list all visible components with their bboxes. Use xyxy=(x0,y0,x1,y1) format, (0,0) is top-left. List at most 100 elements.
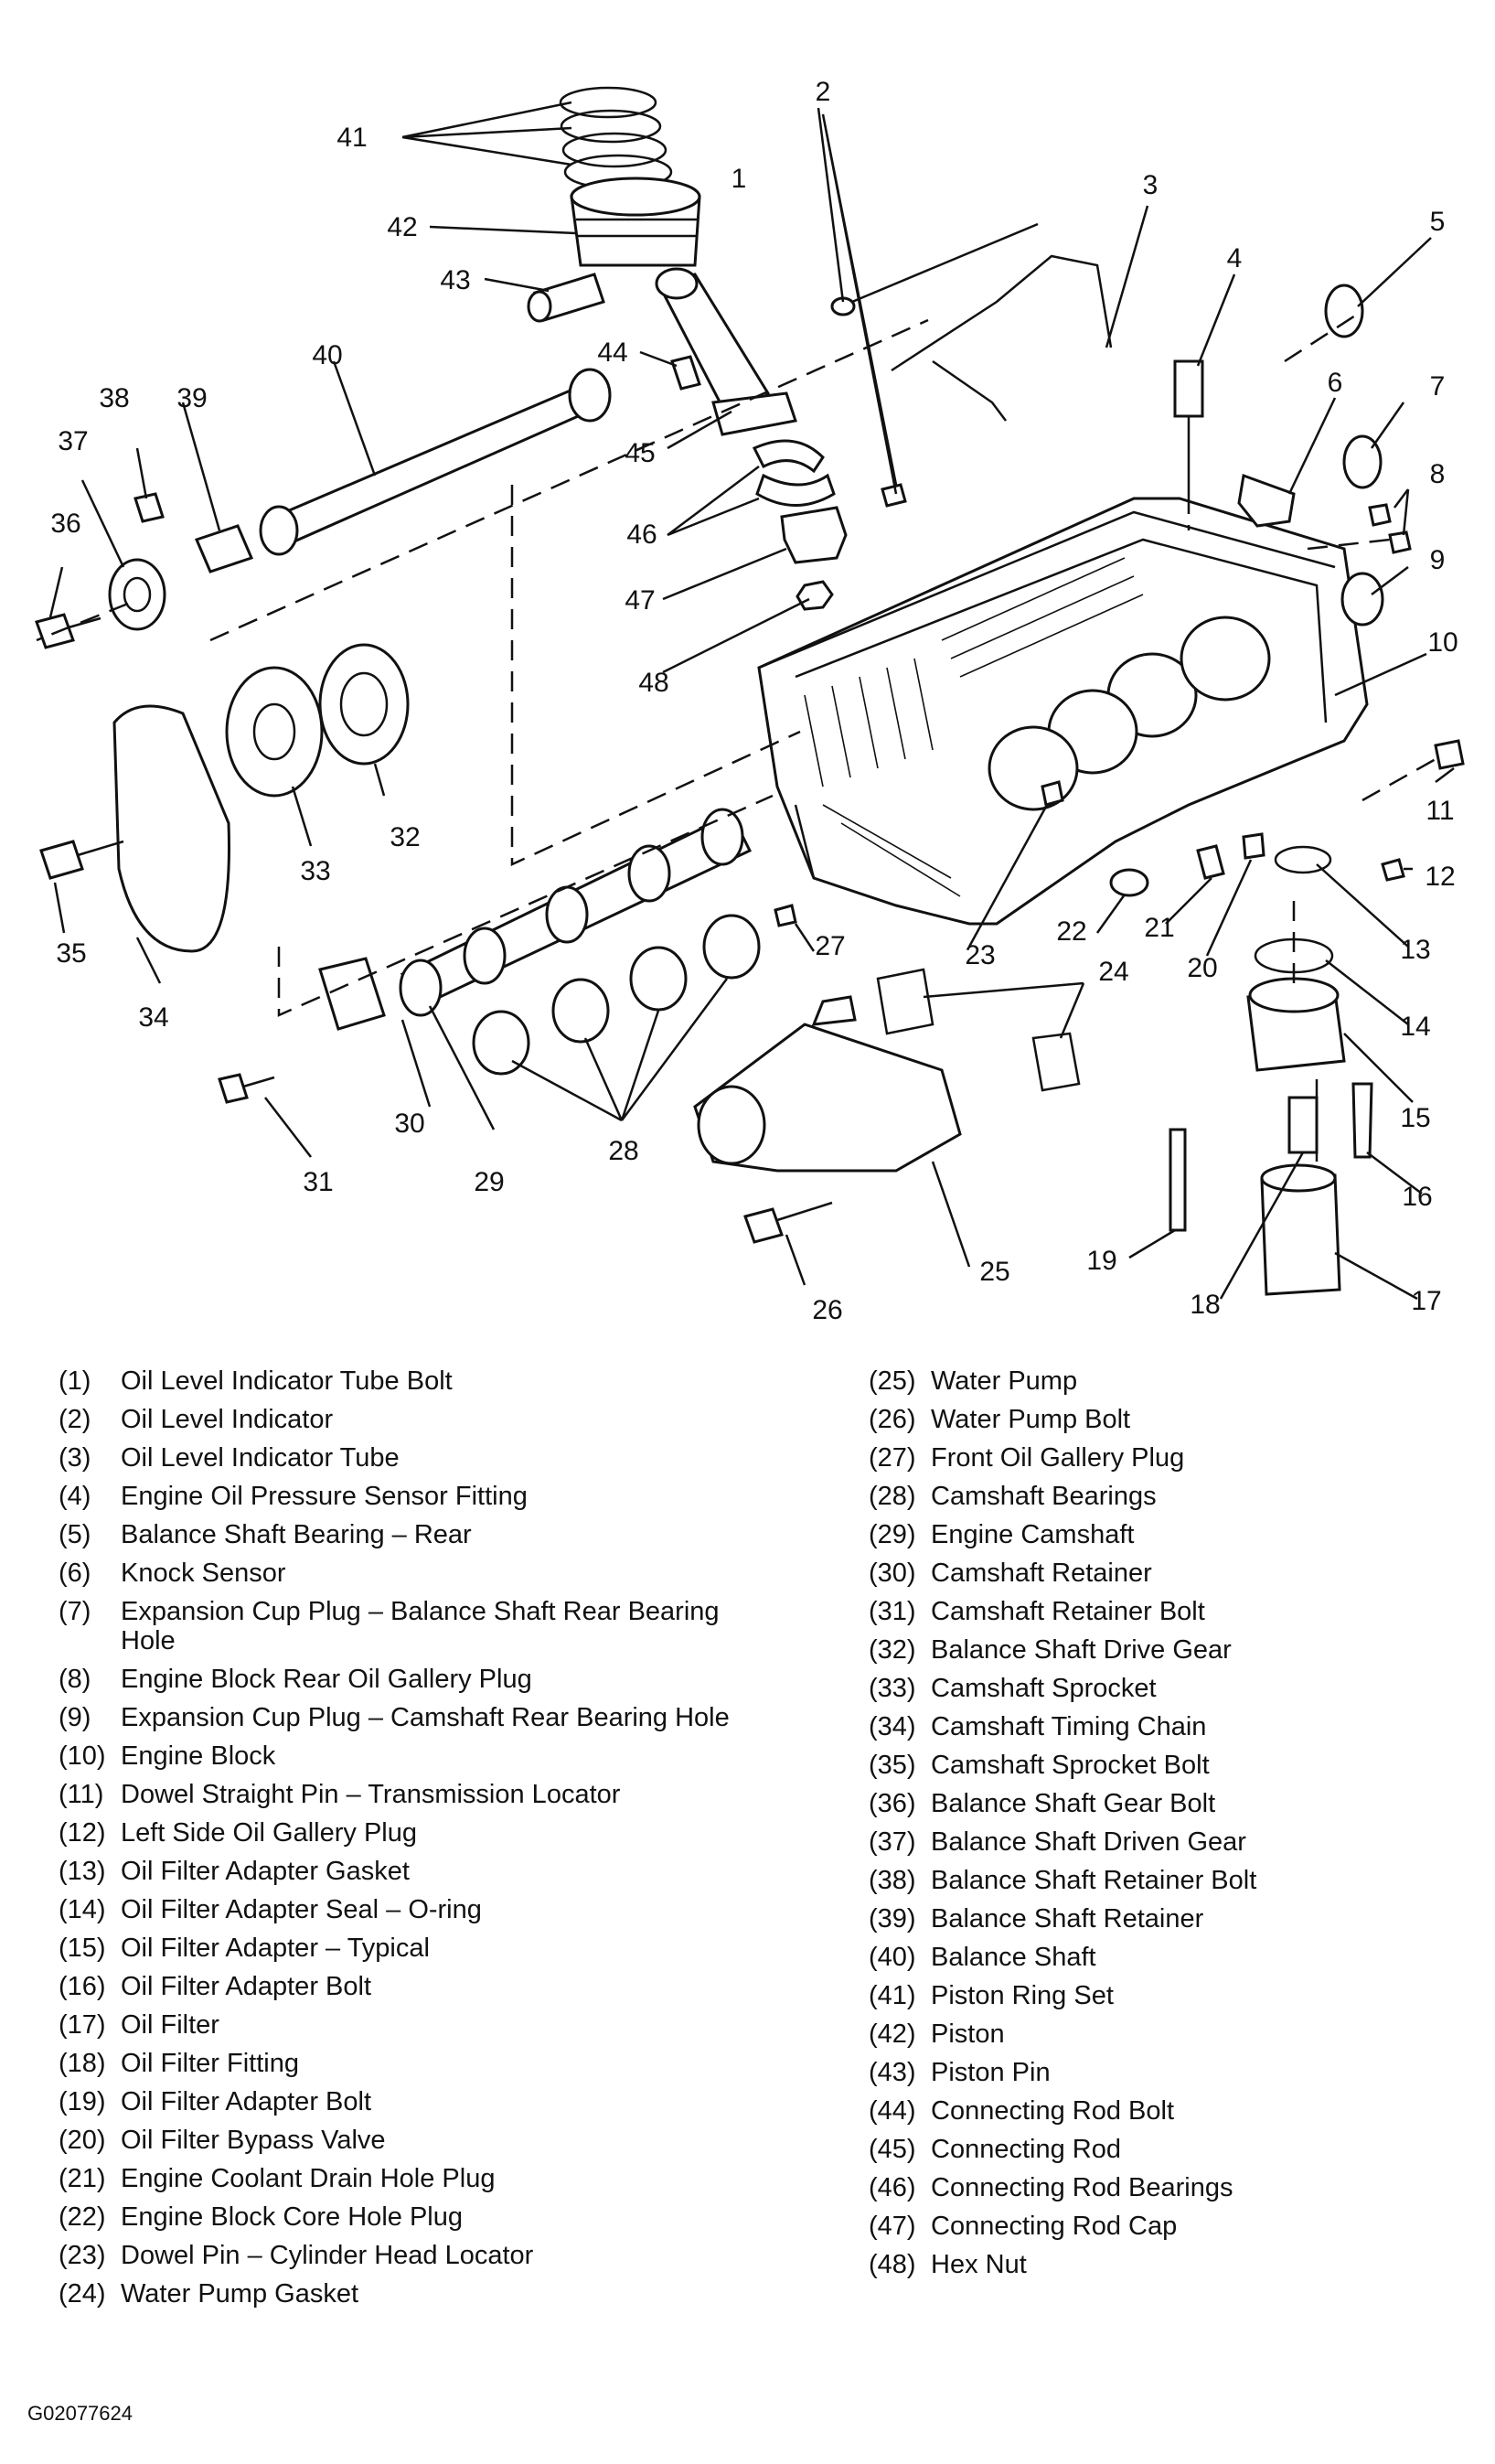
legend-number: (22) xyxy=(59,2202,106,2232)
legend-number: (19) xyxy=(59,2087,106,2116)
legend-part-name: Oil Level Indicator Tube xyxy=(121,1443,400,1473)
callout-12: 12 xyxy=(1425,862,1455,892)
legend-number: (48) xyxy=(869,2250,916,2279)
legend-number: (41) xyxy=(869,1981,916,2010)
balance-shaft-driven-gear xyxy=(108,558,166,631)
legend-part-name: Water Pump Bolt xyxy=(931,1405,1131,1434)
legend-part-name: Piston Ring Set xyxy=(931,1981,1114,2010)
legend-number: (5) xyxy=(59,1520,91,1549)
callout-27: 27 xyxy=(815,931,845,961)
legend-number: (1) xyxy=(59,1366,91,1396)
camshaft-sprocket xyxy=(225,666,324,798)
legend-part-name: Hex Nut xyxy=(931,2250,1027,2279)
legend-number: (20) xyxy=(59,2126,106,2155)
legend-number: (30) xyxy=(869,1559,916,1588)
legend-number: (15) xyxy=(59,1934,106,1963)
legend-item: (19) Oil Filter Adapter Bolt xyxy=(59,2087,753,2116)
legend-item: (17)Oil Filter xyxy=(59,2010,753,2040)
legend-item: (16)Oil Filter Adapter Bolt xyxy=(59,1972,753,2001)
legend-number: (32) xyxy=(869,1635,916,1665)
callout-10: 10 xyxy=(1427,627,1458,658)
callout-45: 45 xyxy=(625,438,655,468)
legend-part-name: Camshaft Retainer xyxy=(931,1559,1152,1588)
legend-item: (40)Balance Shaft xyxy=(869,1943,1472,1972)
engine-coolant-drain-hole-plug xyxy=(1196,844,1225,880)
legend-part-name: Engine Oil Pressure Sensor Fitting xyxy=(121,1482,528,1511)
legend-item: (29)Engine Camshaft xyxy=(869,1520,1472,1549)
balance-shaft-gear-bolt xyxy=(35,613,101,649)
left-side-oil-gallery-plug xyxy=(1381,858,1405,882)
engine-block-rear-oil-gallery-plug xyxy=(1368,503,1412,554)
image-code: G02077624 xyxy=(27,2402,133,2425)
legend-part-name: Balance Shaft Bearing – Rear xyxy=(121,1520,472,1549)
callout-33: 33 xyxy=(300,856,330,886)
legend-item: (25)Water Pump xyxy=(869,1366,1472,1396)
legend-number: (35) xyxy=(869,1751,916,1780)
callout-19: 19 xyxy=(1086,1246,1116,1276)
legend-number: (16) xyxy=(59,1972,106,2001)
callout-13: 13 xyxy=(1400,935,1430,965)
legend-item: (37)Balance Shaft Driven Gear xyxy=(869,1827,1472,1857)
legend-left-column: (1)Oil Level Indicator Tube Bolt(2)Oil L… xyxy=(59,1366,753,2318)
piston xyxy=(570,177,701,267)
legend-number: (4) xyxy=(59,1482,91,1511)
legend-number: (11) xyxy=(59,1780,104,1809)
callout-30: 30 xyxy=(394,1109,424,1139)
legend-part-name: Engine Block Rear Oil Gallery Plug xyxy=(121,1665,532,1694)
callout-4: 4 xyxy=(1227,243,1243,273)
legend-number: (31) xyxy=(869,1597,916,1626)
legend-part-name: Camshaft Timing Chain xyxy=(931,1712,1207,1741)
callout-44: 44 xyxy=(597,337,627,368)
legend-item: (18) Oil Filter Fitting xyxy=(59,2049,753,2078)
callout-35: 35 xyxy=(56,938,86,969)
callout-40: 40 xyxy=(312,340,342,370)
oil-filter-adapter-bolt-16 xyxy=(1351,1082,1373,1159)
legend-item: (41) Piston Ring Set xyxy=(869,1981,1472,2010)
front-oil-gallery-plug xyxy=(774,904,797,927)
legend-item: (22) Engine Block Core Hole Plug xyxy=(59,2202,753,2232)
legend-item: (7)Expansion Cup Plug – Balance Shaft Re… xyxy=(59,1597,753,1655)
expansion-cup-plug-balance-shaft xyxy=(1342,434,1383,489)
callout-46: 46 xyxy=(626,520,657,550)
callout-42: 42 xyxy=(387,212,417,242)
camshaft-timing-chain xyxy=(112,704,230,953)
legend-item: (39)Balance Shaft Retainer xyxy=(869,1904,1472,1934)
legend-number: (3) xyxy=(59,1443,91,1473)
legend-item: (14) Oil Filter Adapter Seal – O-ring xyxy=(59,1895,753,1924)
legend-part-name: Connecting Rod Bearings xyxy=(931,2173,1233,2202)
callout-43: 43 xyxy=(440,265,470,295)
engine-block xyxy=(757,497,1369,926)
legend-part-name: Front Oil Gallery Plug xyxy=(931,1443,1185,1473)
balance-shaft-drive-gear xyxy=(318,643,410,766)
legend-item: (38)Balance Shaft Retainer Bolt xyxy=(869,1866,1472,1895)
legend-number: (18) xyxy=(59,2049,106,2078)
callout-28: 28 xyxy=(608,1136,638,1166)
legend-part-name: Engine Block Core Hole Plug xyxy=(121,2202,463,2232)
legend-item: (48) Hex Nut xyxy=(869,2250,1472,2279)
legend-item: (1)Oil Level Indicator Tube Bolt xyxy=(59,1366,753,1396)
legend-part-name: Oil Filter Adapter Bolt xyxy=(121,2087,371,2116)
legend-number: (6) xyxy=(59,1559,91,1588)
legend-part-name: Oil Filter Adapter Seal – O-ring xyxy=(121,1895,482,1924)
callout-6: 6 xyxy=(1328,368,1343,398)
legend-part-name: Oil Filter Fitting xyxy=(121,2049,299,2078)
assembly-lines xyxy=(36,309,1436,1171)
legend-item: (4) Engine Oil Pressure Sensor Fitting xyxy=(59,1482,753,1511)
hex-nut xyxy=(796,580,834,611)
legend-number: (46) xyxy=(869,2173,916,2202)
callout-20: 20 xyxy=(1187,953,1217,983)
legend-part-name: Balance Shaft xyxy=(931,1943,1096,1972)
camshaft-retainer-bolt xyxy=(218,1073,275,1104)
callout-3: 3 xyxy=(1143,170,1159,200)
camshaft-bearings xyxy=(472,914,761,1076)
callout-9: 9 xyxy=(1430,545,1446,575)
legend-item: (33)Camshaft Sprocket xyxy=(869,1674,1472,1703)
legend-number: (14) xyxy=(59,1895,106,1924)
legend-part-name: Knock Sensor xyxy=(121,1559,286,1588)
legend-item: (27)Front Oil Gallery Plug xyxy=(869,1443,1472,1473)
callout-18: 18 xyxy=(1190,1290,1220,1320)
legend-item: (32)Balance Shaft Drive Gear xyxy=(869,1635,1472,1665)
legend-number: (37) xyxy=(869,1827,916,1857)
callout-41: 41 xyxy=(336,123,367,153)
legend-part-name: Dowel Straight Pin – Transmission Locato… xyxy=(121,1780,621,1809)
